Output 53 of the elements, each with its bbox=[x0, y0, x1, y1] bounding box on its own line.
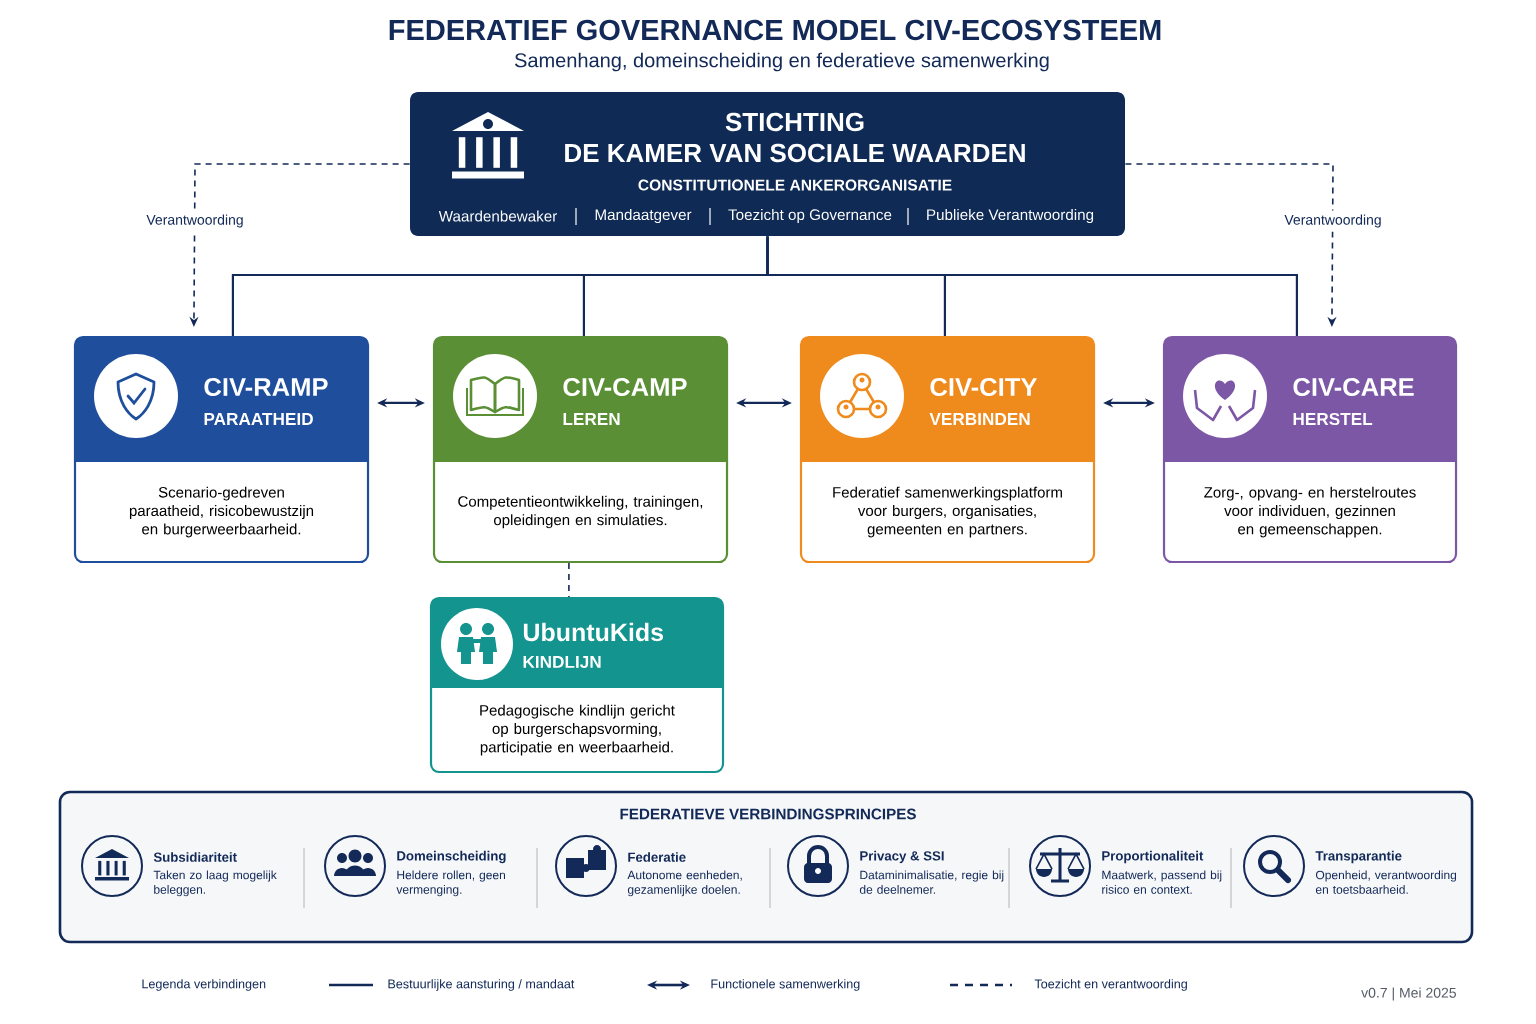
program-card bbox=[432, 335, 729, 564]
role-text: Waardenbewaker bbox=[438, 210, 557, 222]
card-description: Zorg-, opvang- en herstelroutes voor individuen, gezinnen en gemeenschappen. bbox=[1204, 486, 1416, 538]
card-title: CIV-CARE bbox=[1293, 377, 1414, 397]
card-subtitle: KINDLIJN bbox=[523, 656, 601, 668]
card-description: Competentieontwikkeling, trainingen, opleidingen en simulaties. bbox=[458, 495, 703, 529]
organisation-box bbox=[410, 92, 1125, 236]
card-subtitle: LEREN bbox=[563, 413, 620, 425]
organisation-name: STICHTING bbox=[725, 112, 864, 132]
principle-title: Proportionaliteit bbox=[1102, 850, 1204, 864]
card-subtitle: PARAATHEID bbox=[204, 413, 313, 425]
program-card bbox=[429, 596, 725, 774]
subtitle: Samenhang, domeinscheiding en federatieve samenwerking bbox=[514, 52, 1049, 72]
principle-description: Maatwerk, passend bij risico en context. bbox=[1102, 870, 1222, 894]
role-text: Publieke Verantwoording bbox=[927, 208, 1094, 224]
principle-description: Dataminimalisatie, regie bij de deelnemer. bbox=[859, 870, 1004, 894]
principle-title: Subsidiariteit bbox=[153, 852, 237, 862]
card-description: Pedagogische kindlijn gericht op burgerschapsvorming, participatie en weerbaarheid. bbox=[480, 704, 675, 756]
card-subtitle: HERSTEL bbox=[1293, 412, 1373, 426]
title: FEDERATIEF GOVERNANCE MODEL CIV-ECOSYSTEEM bbox=[389, 19, 1161, 41]
version-note: v0.7 | Mei 2025 bbox=[1361, 987, 1456, 1001]
legend-text: Bestuurlijke aansturing / mandaat bbox=[388, 979, 575, 991]
card-title: UbuntuKids bbox=[523, 622, 664, 642]
principle-title: Privacy & SSI bbox=[860, 850, 944, 864]
principle-description: Taken zo laag mogelijk beleggen. bbox=[153, 870, 277, 897]
program-card bbox=[799, 335, 1096, 564]
card-title: CIV-CITY bbox=[930, 377, 1038, 397]
connector bbox=[766, 236, 1298, 336]
legend-text: Functionele samenwerking bbox=[711, 979, 860, 991]
role-text: Toezicht op Governance bbox=[728, 208, 892, 224]
principles-panel bbox=[58, 790, 1474, 944]
card-title: CIV-CAMP bbox=[563, 377, 687, 397]
connector bbox=[568, 562, 570, 598]
principle-title: Transparantie bbox=[1315, 850, 1402, 864]
legend-title: Legenda verbindingen bbox=[142, 979, 266, 991]
role-text: Mandaatgever bbox=[595, 208, 692, 224]
panel-heading: FEDERATIEVE VERBINDINGSPRINCIPES bbox=[620, 808, 916, 820]
card-description: Federatief samenwerkingsplatform voor burgers, organisaties, gemeenten en partners. bbox=[833, 486, 1062, 538]
principle-title: Domeinscheiding bbox=[397, 850, 506, 864]
principle-description: Heldere rollen, geen vermenging. bbox=[396, 870, 505, 897]
principle-description: Autonome eenheden, gezamenlijke doelen. bbox=[627, 870, 742, 897]
program-card bbox=[1162, 335, 1458, 564]
card-subtitle: VERBINDEN bbox=[929, 413, 1030, 425]
principle-title: Federatie bbox=[628, 852, 686, 862]
card-title: CIV-RAMP bbox=[204, 377, 328, 397]
organisation-role: CONSTITUTIONELE ANKERORGANISATIE bbox=[638, 179, 952, 191]
edge-label: Verantwoording bbox=[1280, 210, 1386, 232]
organisation-name: DE KAMER VAN SOCIALE WAARDEN bbox=[565, 143, 1025, 163]
edge-label: Verantwoording bbox=[142, 210, 248, 232]
card-description: Scenario-gedreven paraatheid, risicobewustzijn en burgerweerbaarheid. bbox=[129, 486, 314, 538]
program-card bbox=[73, 335, 370, 564]
principle-description: Openheid, verantwoording en toetsbaarheid. bbox=[1315, 870, 1457, 894]
legend-text: Toezicht en verantwoording bbox=[1034, 979, 1187, 991]
